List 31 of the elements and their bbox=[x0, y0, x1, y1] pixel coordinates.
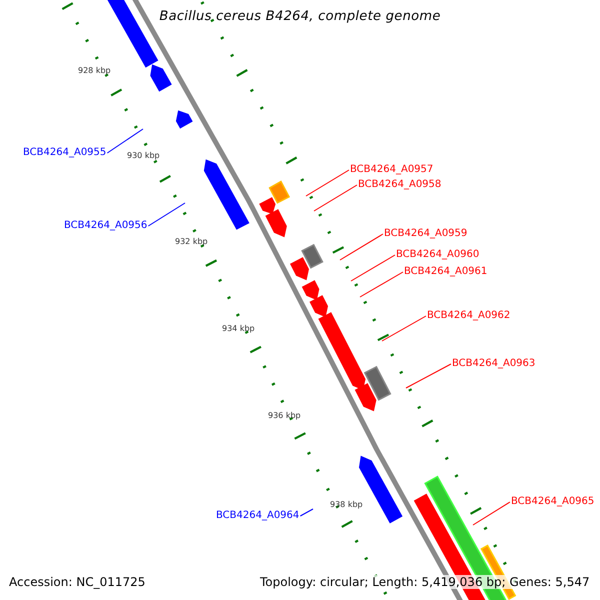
leader-line bbox=[148, 202, 186, 226]
gene-label: BCB4264_A0956 bbox=[64, 220, 148, 232]
gene-label: BCB4264_A0955 bbox=[23, 147, 106, 159]
tick-label: 930 kbp bbox=[127, 151, 160, 160]
title: Bacillus cereus B4264, complete genome bbox=[158, 9, 442, 24]
info-text: Accession: NC_011725 bbox=[9, 575, 146, 589]
leader-line bbox=[300, 508, 314, 516]
leader-line bbox=[350, 254, 396, 282]
tick-label: 928 kbp bbox=[78, 66, 111, 75]
gene-label: BCB4264_A0959 bbox=[384, 228, 468, 240]
gene-label: BCB4264_A0958 bbox=[358, 179, 442, 191]
tick-label: 938 kbp bbox=[330, 500, 363, 509]
info-text: Topology: circular; Length: 5,419,036 bp; Genes: 5,547 bbox=[260, 575, 590, 589]
leader-line bbox=[406, 364, 452, 388]
leader-line bbox=[382, 316, 426, 342]
gene-label: BCB4264_A0960 bbox=[396, 249, 480, 261]
gene-label: BCB4264_A0965 bbox=[511, 496, 594, 508]
gene-label: BCB4264_A0963 bbox=[452, 358, 536, 370]
gene-label: BCB4264_A0964 bbox=[216, 510, 300, 522]
leader-line bbox=[472, 502, 510, 526]
leader-line bbox=[106, 128, 144, 154]
leader-line bbox=[340, 234, 384, 260]
tick-label: 932 kbp bbox=[175, 237, 208, 246]
tick-label: 936 kbp bbox=[268, 411, 301, 420]
leader-line bbox=[314, 184, 358, 212]
gene-label: BCB4264_A0957 bbox=[350, 164, 434, 176]
tick-label: 934 kbp bbox=[222, 324, 255, 333]
leader-line bbox=[306, 170, 350, 196]
gene-label: BCB4264_A0962 bbox=[427, 310, 510, 322]
leader-line bbox=[360, 272, 404, 298]
gene-label: BCB4264_A0961 bbox=[404, 266, 488, 278]
